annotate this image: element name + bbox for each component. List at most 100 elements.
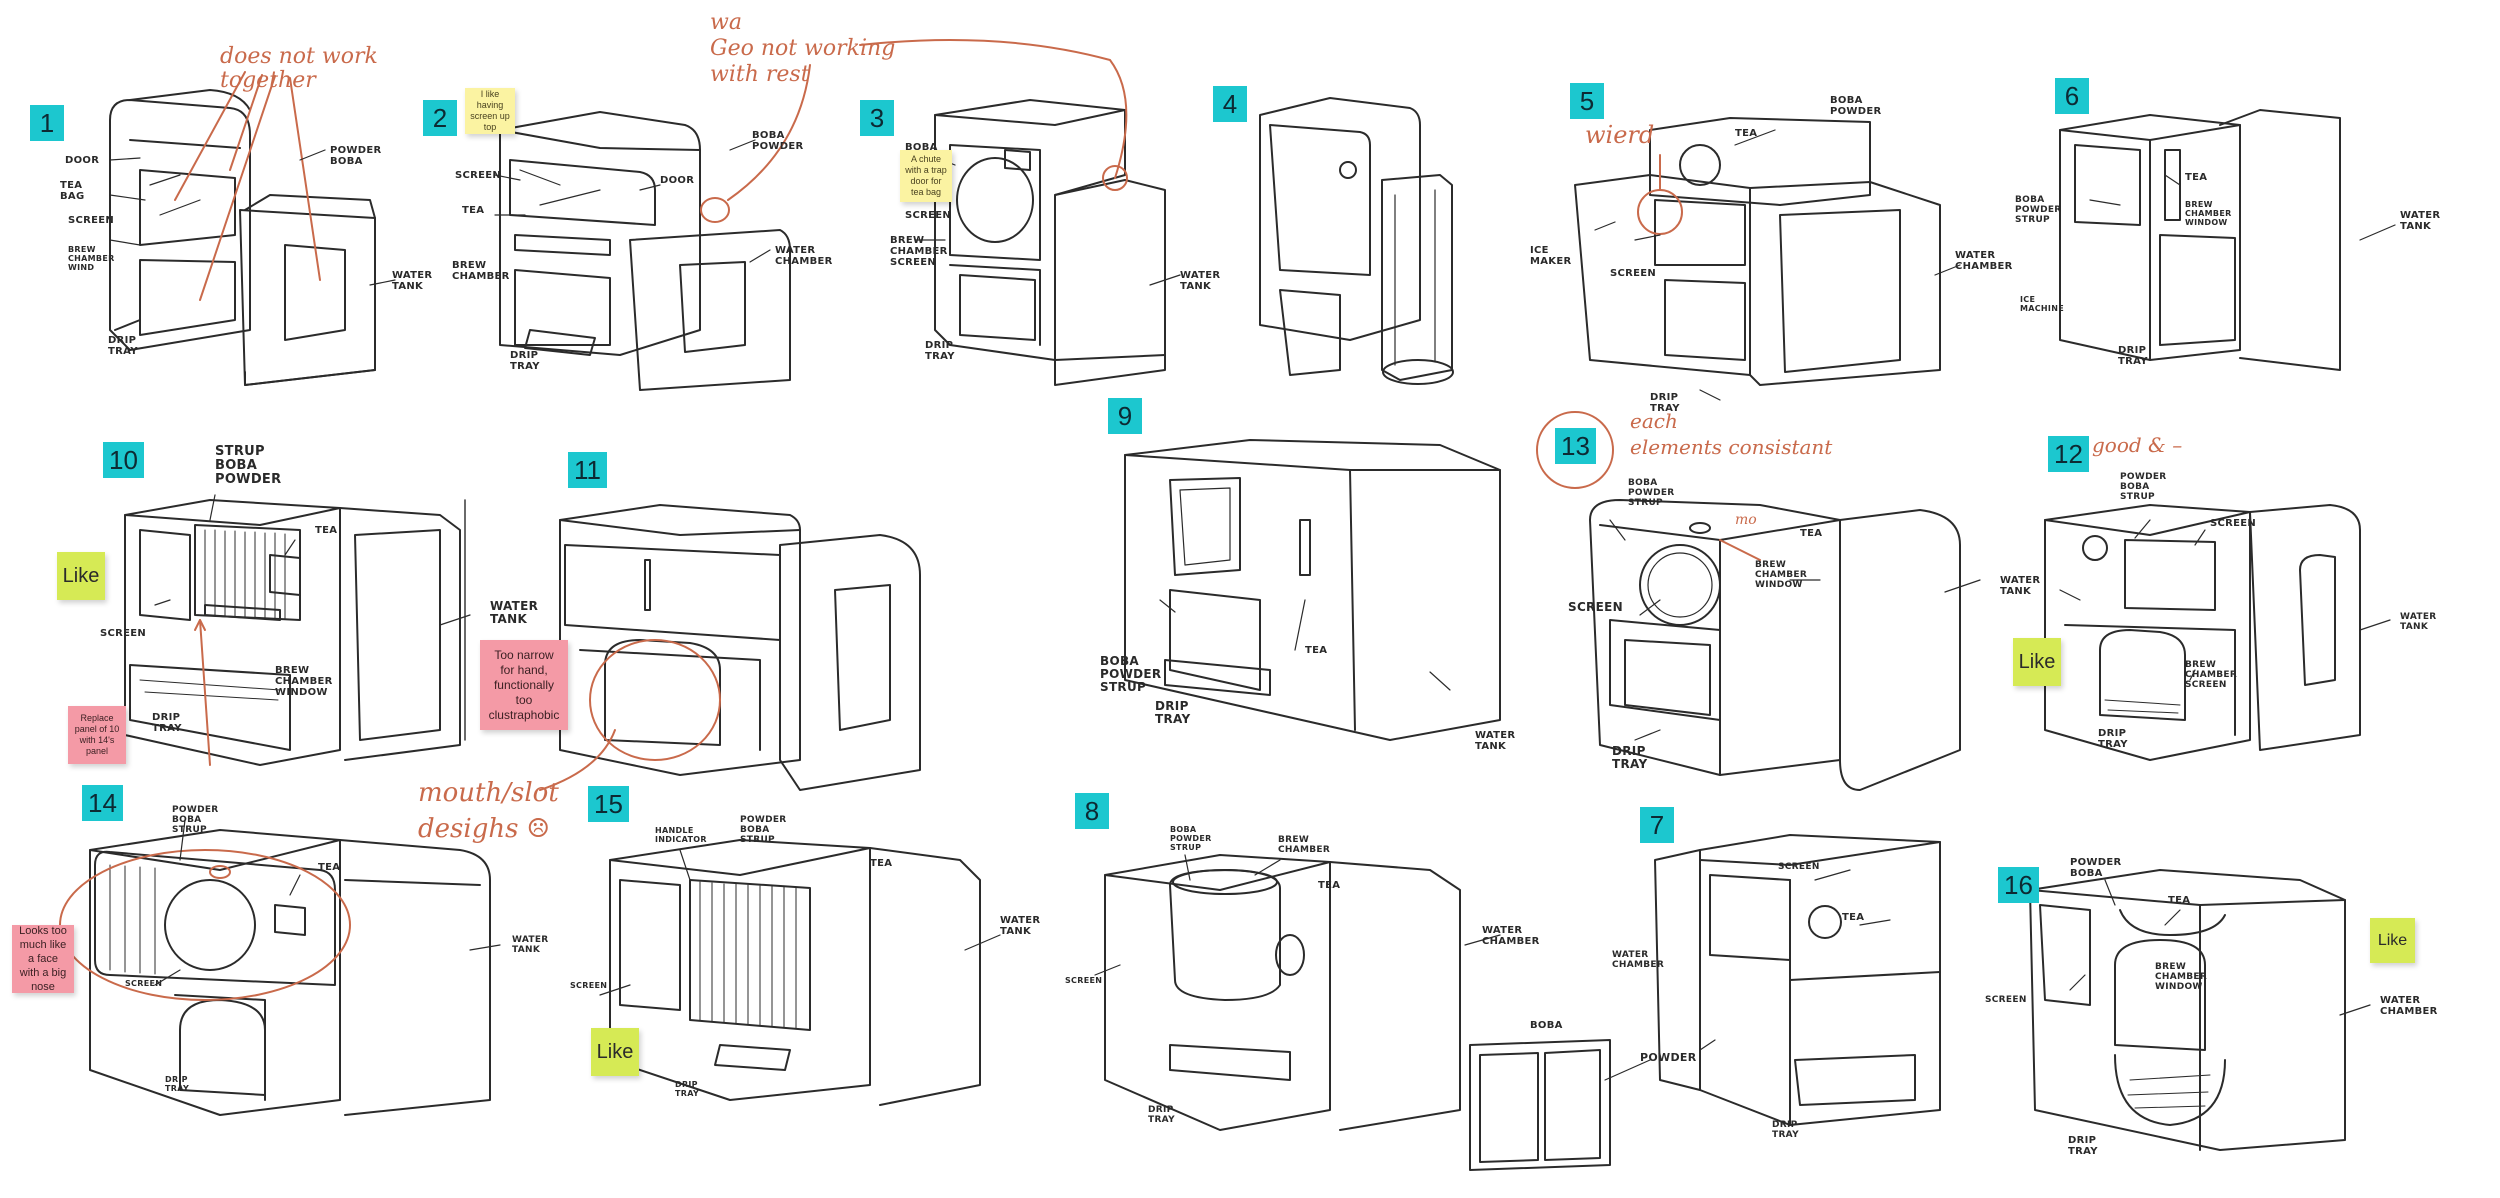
label-s14-drip: DRIP TRAY [165,1075,190,1093]
label-s1-door: DOOR [65,155,100,166]
label-s6-tea: TEA [2185,172,2208,183]
label-s2-water: WATER CHAMBER [775,245,833,267]
sketch-8-drawing [1104,854,1611,1171]
label-s9-water: WATER TANK [1475,730,1516,752]
label-s10-strup: STRUP BOBA POWDER [215,444,282,487]
label-s7-water: WATER CHAMBER [1612,950,1665,970]
sketch-badge-10: 10 [103,442,144,478]
label-s16-water: WATER CHAMBER [2380,995,2438,1017]
label-s1-powder: POWDER BOBA [330,145,382,167]
sketch-3-drawing [934,99,1166,386]
sketch-9-drawing [1124,439,1501,741]
sticky-face-nose[interactable]: Looks too much like a face with a big no… [12,925,74,993]
sketch-15-drawing [609,839,981,1106]
label-s5-tea: TEA [1735,128,1758,139]
sketch-badge-16: 16 [1998,867,2039,903]
sketch-badge-1: 1 [30,105,64,141]
label-s6-brew: BREW CHAMBER WINDOW [2185,200,2232,227]
sketch-11-drawing [559,504,921,791]
label-s15-screen: SCREEN [570,981,608,990]
label-s10-screen: SCREEN [100,628,147,639]
label-s8-tea: TEA [1318,880,1341,891]
label-s7-screen: SCREEN [1778,862,1820,872]
label-s15-water: WATER TANK [1000,915,1041,937]
sketch-badge-7: 7 [1640,807,1674,843]
annotation-mouth-slot-designs: mouth/slot desighs ☹ [418,778,559,844]
label-s12-water-left: WATER TANK [2000,575,2041,597]
annotation-does-not-work-together: does not work together [220,44,378,93]
label-s8-boba: BOBA POWDER STRUP [1170,825,1212,852]
label-s8-boba2: BOBA [1530,1020,1563,1031]
label-s14-screen: SCREEN [125,979,163,988]
sticky-like-12[interactable]: Like [2013,638,2061,686]
label-s2-screen: SCREEN [455,170,502,181]
sketch-badge-13: 13 [1555,428,1596,464]
label-s2-tea: TEA [462,205,485,216]
sticky-too-narrow[interactable]: Too narrow for hand, functionally too cl… [480,640,568,730]
label-s9-drip: DRIP TRAY [1155,699,1191,726]
sketch-12-drawing [2044,504,2361,761]
label-s1-water: WATER TANK [392,270,433,292]
label-s6-drip: DRIP TRAY [2118,345,2148,367]
sketch-badge-3: 3 [860,100,894,136]
annotation-geo-not-working: wa Geo not working with rest [710,10,896,87]
sketch-4-drawing [1259,97,1454,385]
label-s1-drip: DRIP TRAY [108,335,138,357]
label-s6-water: WATER TANK [2400,210,2441,232]
sketch-badge-11: 11 [568,452,607,488]
label-s3-drip: DRIP TRAY [925,340,955,362]
annotation-each-elements-consistant: each elements consistant [1630,409,1833,459]
sticky-chute-trap-door[interactable]: A chute with a trap door for tea bag [900,150,952,202]
sticky-like-16[interactable]: Like [2370,918,2415,963]
label-s10-brew: BREW CHAMBER WINDOW [275,665,333,698]
sketch-10-drawing [124,499,466,766]
label-s10-drip: DRIP TRAY [152,712,182,734]
label-s8-drip: DRIP TRAY [1148,1105,1175,1125]
label-s2-brew: BREW CHAMBER [452,260,510,282]
label-s8-brew: BREW CHAMBER [1278,835,1331,855]
label-s5-screen: SCREEN [1610,268,1657,279]
label-s14-powder: POWDER BOBA STRUP [172,805,219,835]
label-s2-boba: BOBA POWDER [752,130,804,152]
sketch-5-drawing [1574,117,1941,386]
sketch-badge-6: 6 [2055,78,2089,114]
label-s9-boba: BOBA POWDER STRUP [1100,654,1162,694]
label-s7-tea: TEA [1842,912,1865,923]
label-s15-drip: DRIP TRAY [675,1080,700,1098]
label-s15-powder: POWDER BOBA STRUP [740,815,787,845]
label-s2-drip: DRIP TRAY [510,350,540,372]
label-s12-brew: BREW CHAMBER SCREEN [2185,660,2238,690]
label-s5-water: WATER CHAMBER [1955,250,2013,272]
label-s9-tea: TEA [1305,645,1328,656]
label-s14-tea: TEA [318,862,341,873]
label-s2-door: DOOR [660,175,695,186]
label-s1-teabag: TEA BAG [60,180,85,202]
sketch-badge-8: 8 [1075,793,1109,829]
sketch-2-drawing [499,111,791,391]
sketch-16-drawing [2029,869,2346,1151]
label-s3-brew: BREW CHAMBER SCREEN [890,235,948,268]
label-s5-ice: ICE MAKER [1530,245,1572,267]
sketch-badge-12: 12 [2048,436,2089,472]
label-s16-powder: POWDER BOBA [2070,857,2122,879]
label-s15-handle: HANDLE INDICATOR [655,826,707,844]
label-s13-screen: SCREEN [1568,600,1623,614]
label-s16-drip: DRIP TRAY [2068,1135,2098,1157]
sketch-1-drawing [109,89,376,386]
sketch-badge-9: 9 [1108,398,1142,434]
sticky-replace-panel[interactable]: Replace panel of 10 with 14's panel [68,706,126,764]
label-s3-screen: SCREEN [905,210,952,221]
sketch-badge-5: 5 [1570,83,1604,119]
label-s1-screen: SCREEN [68,215,115,226]
sketch-badge-15: 15 [588,786,629,822]
label-s12-screen: SCREEN [2210,518,2257,529]
sticky-like-15[interactable]: Like [591,1028,639,1076]
sticky-like-10[interactable]: Like [57,552,105,600]
label-s8-screen: SCREEN [1065,976,1103,985]
sketch-badge-14: 14 [82,785,123,821]
sticky-screen-up-top[interactable]: I like having screen up top [465,88,515,134]
label-s16-tea: TEA [2168,895,2191,906]
annotation-mo: mo [1735,512,1757,528]
label-s10-water: WATER TANK [490,599,539,626]
